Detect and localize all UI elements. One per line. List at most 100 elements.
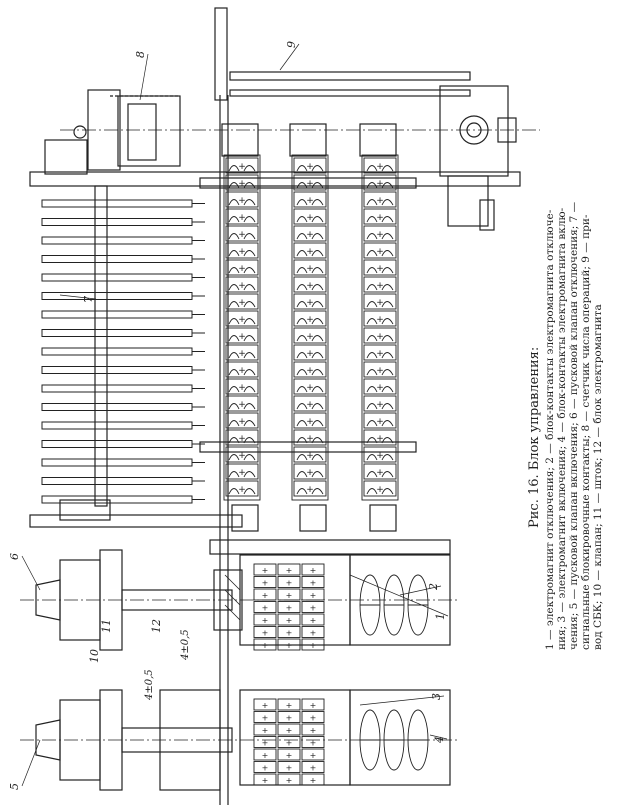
coil-terminal-cell — [301, 698, 325, 711]
terminal-sign: + — [238, 417, 246, 427]
drive-nut — [497, 117, 517, 143]
contact-cell — [363, 395, 397, 412]
coil-terminal-cell — [301, 736, 325, 748]
coil-terminal-cell — [277, 736, 301, 748]
contact-spring — [296, 199, 308, 206]
contact-spring — [243, 471, 256, 478]
terminal-sign: + — [306, 298, 314, 308]
contact-spring — [366, 386, 378, 393]
contact-spring — [296, 454, 308, 461]
terminal-sign: + — [310, 701, 317, 710]
coil-terminal-cell — [277, 563, 301, 576]
coil-terminal-cell — [301, 748, 325, 761]
terminal-sign: + — [306, 247, 314, 257]
contact-finger — [41, 347, 193, 356]
contact-cell — [293, 276, 327, 293]
finger-shaft — [94, 185, 108, 507]
callout-number: 1 — [434, 613, 447, 620]
contact-cell — [293, 463, 327, 480]
contact-spring — [243, 318, 256, 325]
contact-spring — [228, 318, 240, 325]
contact-cell — [225, 361, 259, 378]
counter-block — [117, 95, 181, 167]
contact-cell — [225, 446, 259, 463]
contact-spring — [296, 437, 308, 444]
terminal-sign: + — [286, 739, 293, 748]
leader-line — [359, 695, 445, 706]
leader-line — [139, 53, 149, 101]
contact-spring — [311, 369, 324, 376]
contact-cell — [363, 174, 397, 191]
contact-spring — [311, 318, 324, 325]
terminal-sign: + — [306, 230, 314, 240]
contact-spring — [381, 471, 394, 478]
callout-number: 10 — [88, 649, 101, 663]
contact-spring — [243, 488, 256, 495]
contact-cell — [293, 191, 327, 208]
contact-spring — [243, 352, 256, 359]
coil-terminal-cell — [253, 711, 277, 723]
column-bottom-bracket — [369, 504, 397, 532]
terminal-sign: + — [310, 566, 317, 575]
contact-spring — [381, 318, 394, 325]
legend-line: сигнальные блокировочные контакты; 8 — с… — [580, 214, 592, 650]
contact-spring — [228, 250, 240, 257]
contact-spring — [296, 369, 308, 376]
terminal-sign: + — [306, 315, 314, 325]
contact-spring — [296, 420, 308, 427]
contact-cell — [225, 157, 259, 174]
terminal-sign: + — [376, 349, 384, 359]
contact-spring — [296, 352, 308, 359]
contact-spring — [381, 233, 394, 240]
contact-finger — [41, 218, 193, 226]
valve-off-cap — [35, 579, 61, 621]
contact-spring — [228, 437, 240, 444]
contact-cell — [225, 344, 259, 361]
contact-finger — [41, 292, 193, 300]
coil-terminal-cell — [277, 588, 301, 601]
contact-spring — [228, 267, 240, 274]
contact-spring — [243, 199, 256, 206]
contact-spring — [381, 267, 394, 274]
terminal-sign: + — [238, 247, 246, 257]
terminal-sign: + — [238, 485, 246, 495]
contact-cell — [293, 361, 327, 378]
terminal-sign: + — [286, 591, 293, 600]
terminal-sign: + — [376, 434, 384, 444]
terminal-sign: + — [238, 264, 246, 274]
contact-cell — [225, 208, 259, 225]
contact-cell — [293, 242, 327, 259]
terminal-sign: + — [306, 196, 314, 206]
contact-spring — [311, 233, 324, 240]
contact-spring — [243, 335, 256, 342]
terminal-sign: + — [310, 751, 317, 760]
contact-spring — [366, 165, 378, 172]
contact-spring — [366, 318, 378, 325]
terminal-sign: + — [306, 451, 314, 461]
callout-number: 8 — [134, 51, 147, 58]
coil-terminal-cell — [253, 576, 277, 588]
terminal-sign: + — [376, 366, 384, 376]
contact-spring — [243, 454, 256, 461]
coil-terminal-cell — [253, 736, 277, 748]
terminal-sign: + — [262, 604, 269, 613]
contact-column — [223, 154, 261, 501]
contact-spring — [243, 301, 256, 308]
contact-spring — [366, 199, 378, 206]
contact-cell — [363, 361, 397, 378]
contact-cell — [225, 174, 259, 191]
contact-spring — [228, 488, 240, 495]
terminal-sign: + — [306, 179, 314, 189]
contact-spring — [311, 216, 324, 223]
contact-spring — [243, 420, 256, 427]
terminal-sign: + — [376, 230, 384, 240]
contact-spring — [381, 165, 394, 172]
contact-spring — [366, 420, 378, 427]
terminal-sign: + — [306, 383, 314, 393]
contact-finger — [41, 366, 193, 374]
contact-spring — [381, 301, 394, 308]
column-bottom-bracket — [231, 504, 259, 532]
contact-spring — [366, 335, 378, 342]
terminal-sign: + — [262, 764, 269, 773]
contact-finger — [41, 440, 193, 448]
